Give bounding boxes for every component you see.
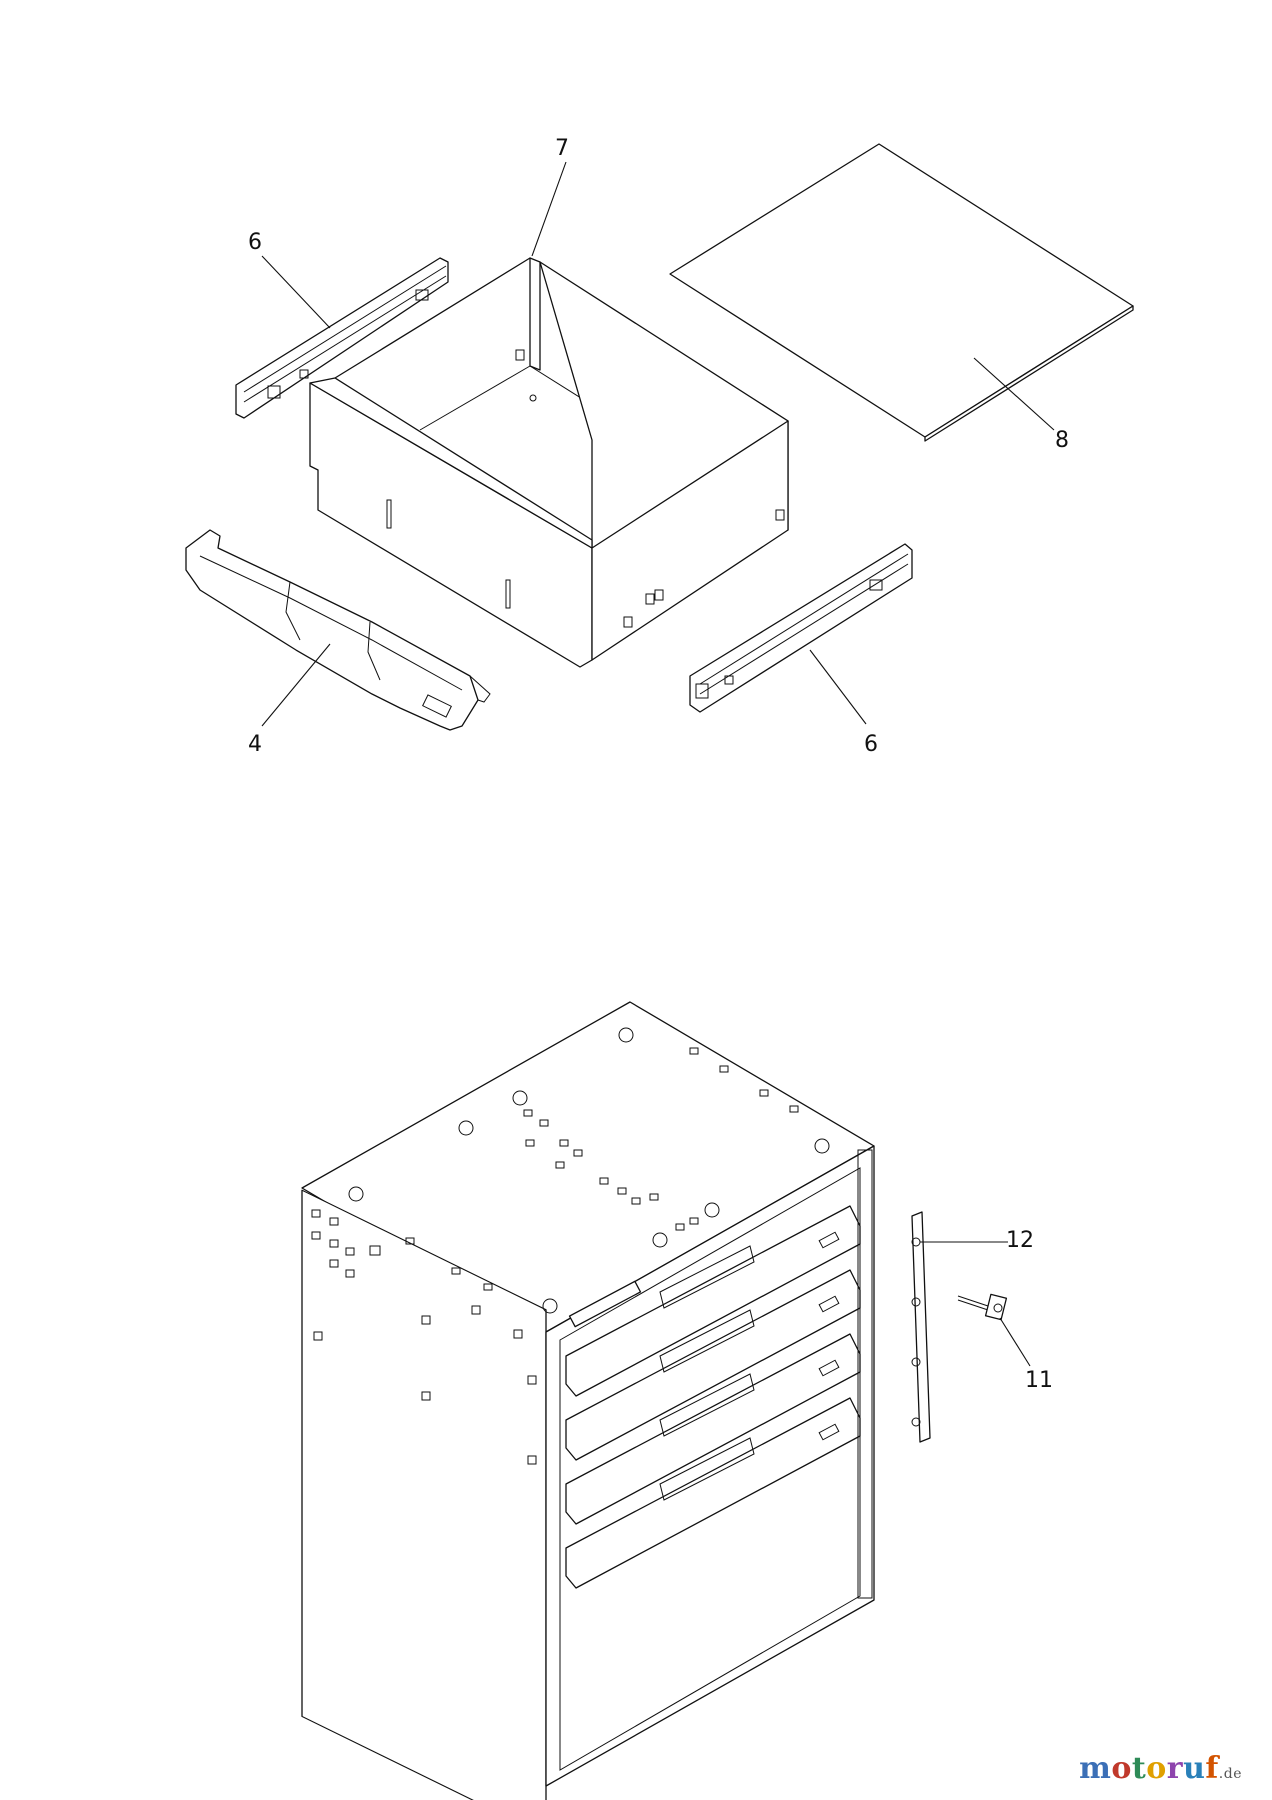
callout-6-lower: 6	[864, 732, 878, 757]
callout-4: 4	[248, 732, 262, 757]
leader-7	[531, 161, 567, 257]
watermark-letter: u	[1183, 1751, 1206, 1786]
callout-6-upper: 6	[248, 230, 262, 255]
callout-8: 8	[1055, 428, 1069, 453]
leader-lines	[261, 161, 1055, 1367]
watermark-suffix: .de	[1218, 1766, 1242, 1782]
leader-8	[973, 357, 1055, 431]
callout-7: 7	[555, 136, 569, 161]
slide-rail-part-6-lower	[689, 543, 913, 713]
leader-6-lower	[809, 649, 867, 725]
drawer-box-part-7	[309, 257, 789, 668]
leader-6-upper	[261, 255, 331, 329]
watermark-letter: f	[1205, 1751, 1219, 1786]
watermark-letter: o	[1111, 1751, 1132, 1786]
callout-11: 11	[1025, 1368, 1053, 1393]
watermark-letter: m	[1079, 1751, 1112, 1786]
slide-rail-part-6-upper	[235, 257, 449, 419]
watermark-letter: o	[1146, 1751, 1167, 1786]
drawer-handle-part-4	[185, 529, 491, 731]
motoruf-watermark-logo: motoruf.de	[1079, 1751, 1242, 1786]
drawer-cabinet-assembly	[301, 1001, 1008, 1800]
panel-part-8	[669, 143, 1134, 442]
watermark-letter: r	[1166, 1751, 1184, 1786]
watermark-word: motoruf	[1079, 1751, 1219, 1786]
callout-12: 12	[1006, 1228, 1034, 1253]
watermark-letter: t	[1131, 1751, 1147, 1786]
leader-4	[261, 643, 331, 727]
leader-11	[999, 1317, 1031, 1367]
